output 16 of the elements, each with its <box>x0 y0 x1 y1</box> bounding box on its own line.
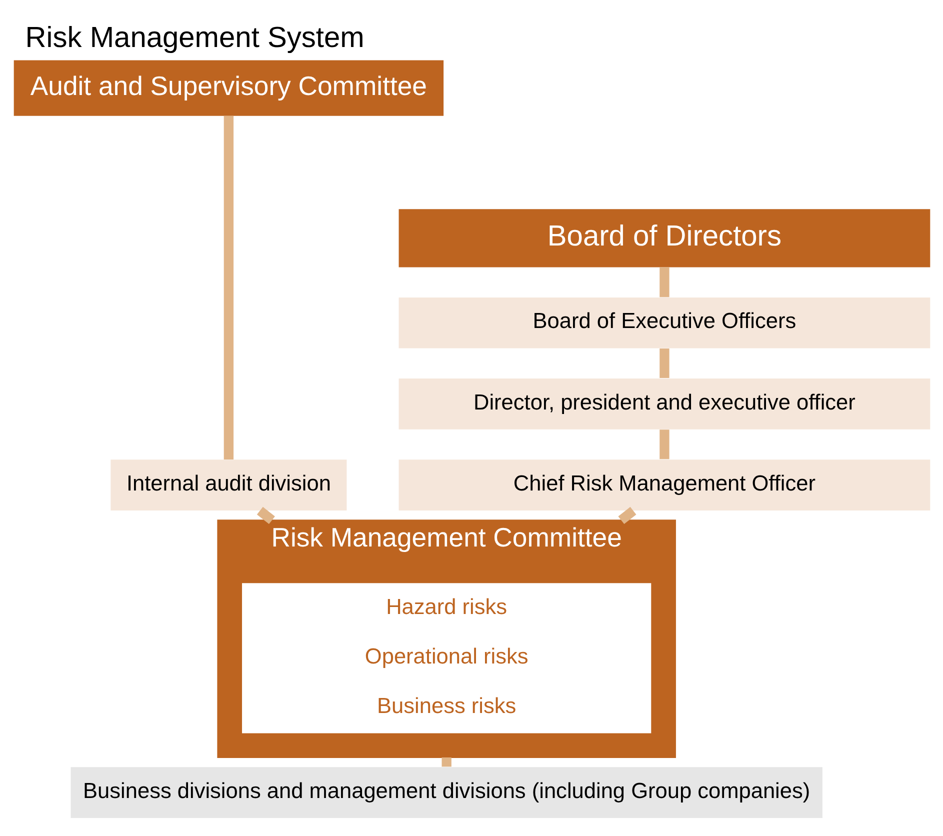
connector <box>618 506 636 524</box>
node-box: Board of Executive Officers <box>398 296 930 348</box>
node-box: Chief Risk Management Officer <box>398 459 930 510</box>
node-box: Internal audit division <box>110 459 346 510</box>
node-box: Audit and Supervisory Committee <box>13 60 444 116</box>
node-box: Board of Directors <box>398 208 930 267</box>
node-box: Business divisions and management divisions (including Group companies) <box>70 766 822 818</box>
connector <box>659 266 669 297</box>
node-box: Director, president and executive officer <box>398 378 930 429</box>
connector <box>659 348 669 378</box>
connector <box>256 506 274 524</box>
diagram-title: Risk Management System <box>24 22 364 54</box>
connector <box>441 756 451 766</box>
node-box: Hazard risks Operational risks Business risks <box>242 582 651 733</box>
connector <box>659 429 669 459</box>
connector <box>223 115 234 459</box>
